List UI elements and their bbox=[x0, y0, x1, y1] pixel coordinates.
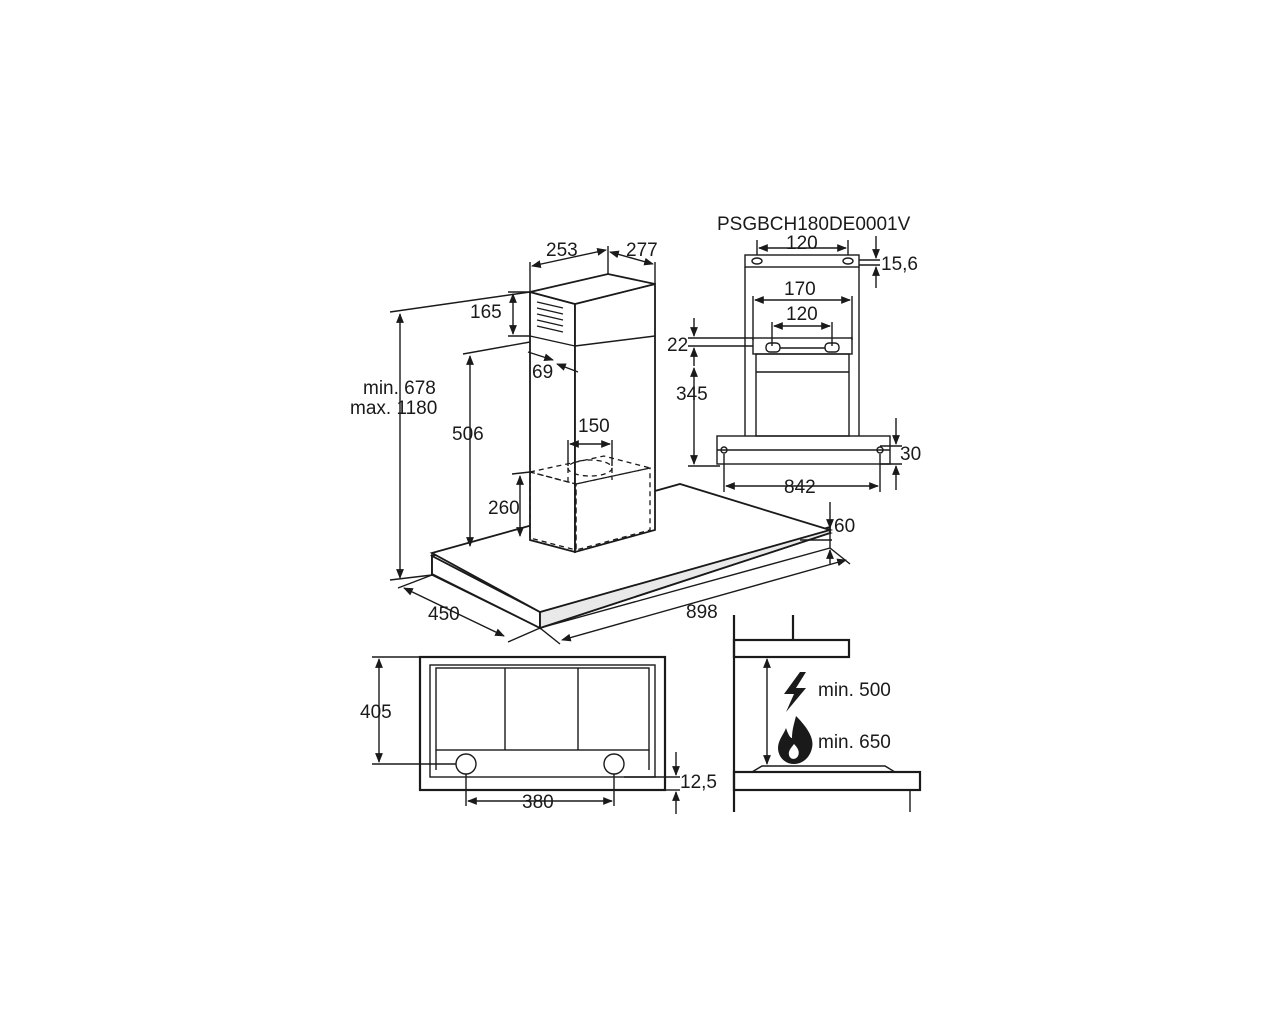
label-top-offset: 15,6 bbox=[881, 254, 918, 275]
label-light-spacing: 380 bbox=[522, 792, 554, 813]
dim-chimney-depth: 277 bbox=[609, 240, 658, 284]
label-bracket-hole-spacing: 120 bbox=[786, 304, 818, 325]
clearance-cooktop bbox=[732, 765, 922, 812]
dim-top-offset: 15,6 bbox=[859, 236, 918, 288]
vent-grille bbox=[536, 301, 564, 333]
dim-top-hole-spacing: 120 bbox=[756, 233, 849, 255]
dim-vent-offset: 69 bbox=[527, 351, 579, 383]
lightning-icon bbox=[784, 672, 806, 712]
label-chimney-depth: 277 bbox=[626, 240, 658, 261]
clearance-view: min. 500 min. 650 bbox=[732, 615, 922, 812]
label-hood-width: 898 bbox=[686, 602, 718, 623]
dim-hood-depth: 450 bbox=[397, 574, 541, 643]
label-total-height-min: min. 678 bbox=[363, 378, 436, 399]
label-lower-chimney: 506 bbox=[452, 424, 484, 445]
motor-housing-hidden bbox=[529, 455, 651, 551]
model-code: PSGBCH180DE0001V bbox=[717, 214, 911, 235]
label-bracket-width: 170 bbox=[784, 279, 816, 300]
dim-bottom-depth: 405 bbox=[360, 656, 456, 765]
light-left bbox=[455, 753, 477, 775]
label-outlet-diameter: 150 bbox=[578, 416, 610, 437]
label-fixing-offset: 30 bbox=[900, 444, 921, 465]
dim-bracket-offset: 22 bbox=[667, 318, 753, 366]
label-motor-height: 260 bbox=[488, 498, 520, 519]
label-electric-clearance: min. 500 bbox=[818, 680, 891, 701]
dim-fixing-offset: 30 bbox=[880, 418, 921, 490]
label-total-height-max: max. 1180 bbox=[350, 398, 437, 419]
lower-bracket bbox=[752, 337, 853, 437]
dim-lower-chimney: 506 bbox=[452, 341, 531, 547]
label-fixing-hole-spacing: 842 bbox=[784, 477, 816, 498]
base-rail bbox=[716, 435, 891, 465]
dim-bracket-hole-spacing: 120 bbox=[771, 304, 833, 346]
flame-icon bbox=[778, 716, 813, 764]
dim-light-spacing: 380 bbox=[465, 774, 615, 813]
dim-bracket-width: 170 bbox=[752, 279, 853, 340]
label-hood-depth: 450 bbox=[428, 604, 460, 625]
label-canopy-thickness: 60 bbox=[834, 516, 855, 537]
dim-light-offset: 12,5 bbox=[624, 752, 717, 814]
dim-chimney-width: 253 bbox=[529, 240, 609, 292]
label-bracket-offset: 22 bbox=[667, 335, 688, 356]
dim-fixing-hole-spacing: 842 bbox=[723, 454, 881, 498]
dim-motor-height: 260 bbox=[488, 471, 531, 537]
upper-bracket bbox=[744, 254, 860, 268]
label-light-offset: 12,5 bbox=[680, 772, 717, 793]
label-gas-clearance: min. 650 bbox=[818, 732, 891, 753]
label-vent-height: 165 bbox=[470, 302, 502, 323]
dim-hood-width: 898 bbox=[539, 547, 851, 645]
label-bracket-height: 345 bbox=[676, 384, 708, 405]
label-vent-offset: 69 bbox=[532, 362, 553, 383]
dim-bracket-height: 345 bbox=[676, 367, 720, 467]
dim-vent-height: 165 bbox=[470, 291, 530, 337]
label-chimney-width: 253 bbox=[546, 240, 578, 261]
label-bottom-depth: 405 bbox=[360, 702, 392, 723]
clearance-hood bbox=[732, 615, 851, 659]
dim-outlet-diameter: 150 bbox=[567, 416, 613, 466]
light-right bbox=[603, 753, 625, 775]
label-top-hole-spacing: 120 bbox=[786, 233, 818, 254]
bottom-view: 405 380 12,5 bbox=[360, 655, 717, 814]
dim-total-height: min. 678 max. 1180 bbox=[350, 291, 531, 581]
hood-chimney bbox=[529, 273, 656, 554]
bracket-view: PSGBCH180DE0001V 120 15,6 bbox=[667, 214, 921, 498]
main-hood-view: 253 277 165 69 min. 678 max. 1180 bbox=[350, 240, 855, 645]
